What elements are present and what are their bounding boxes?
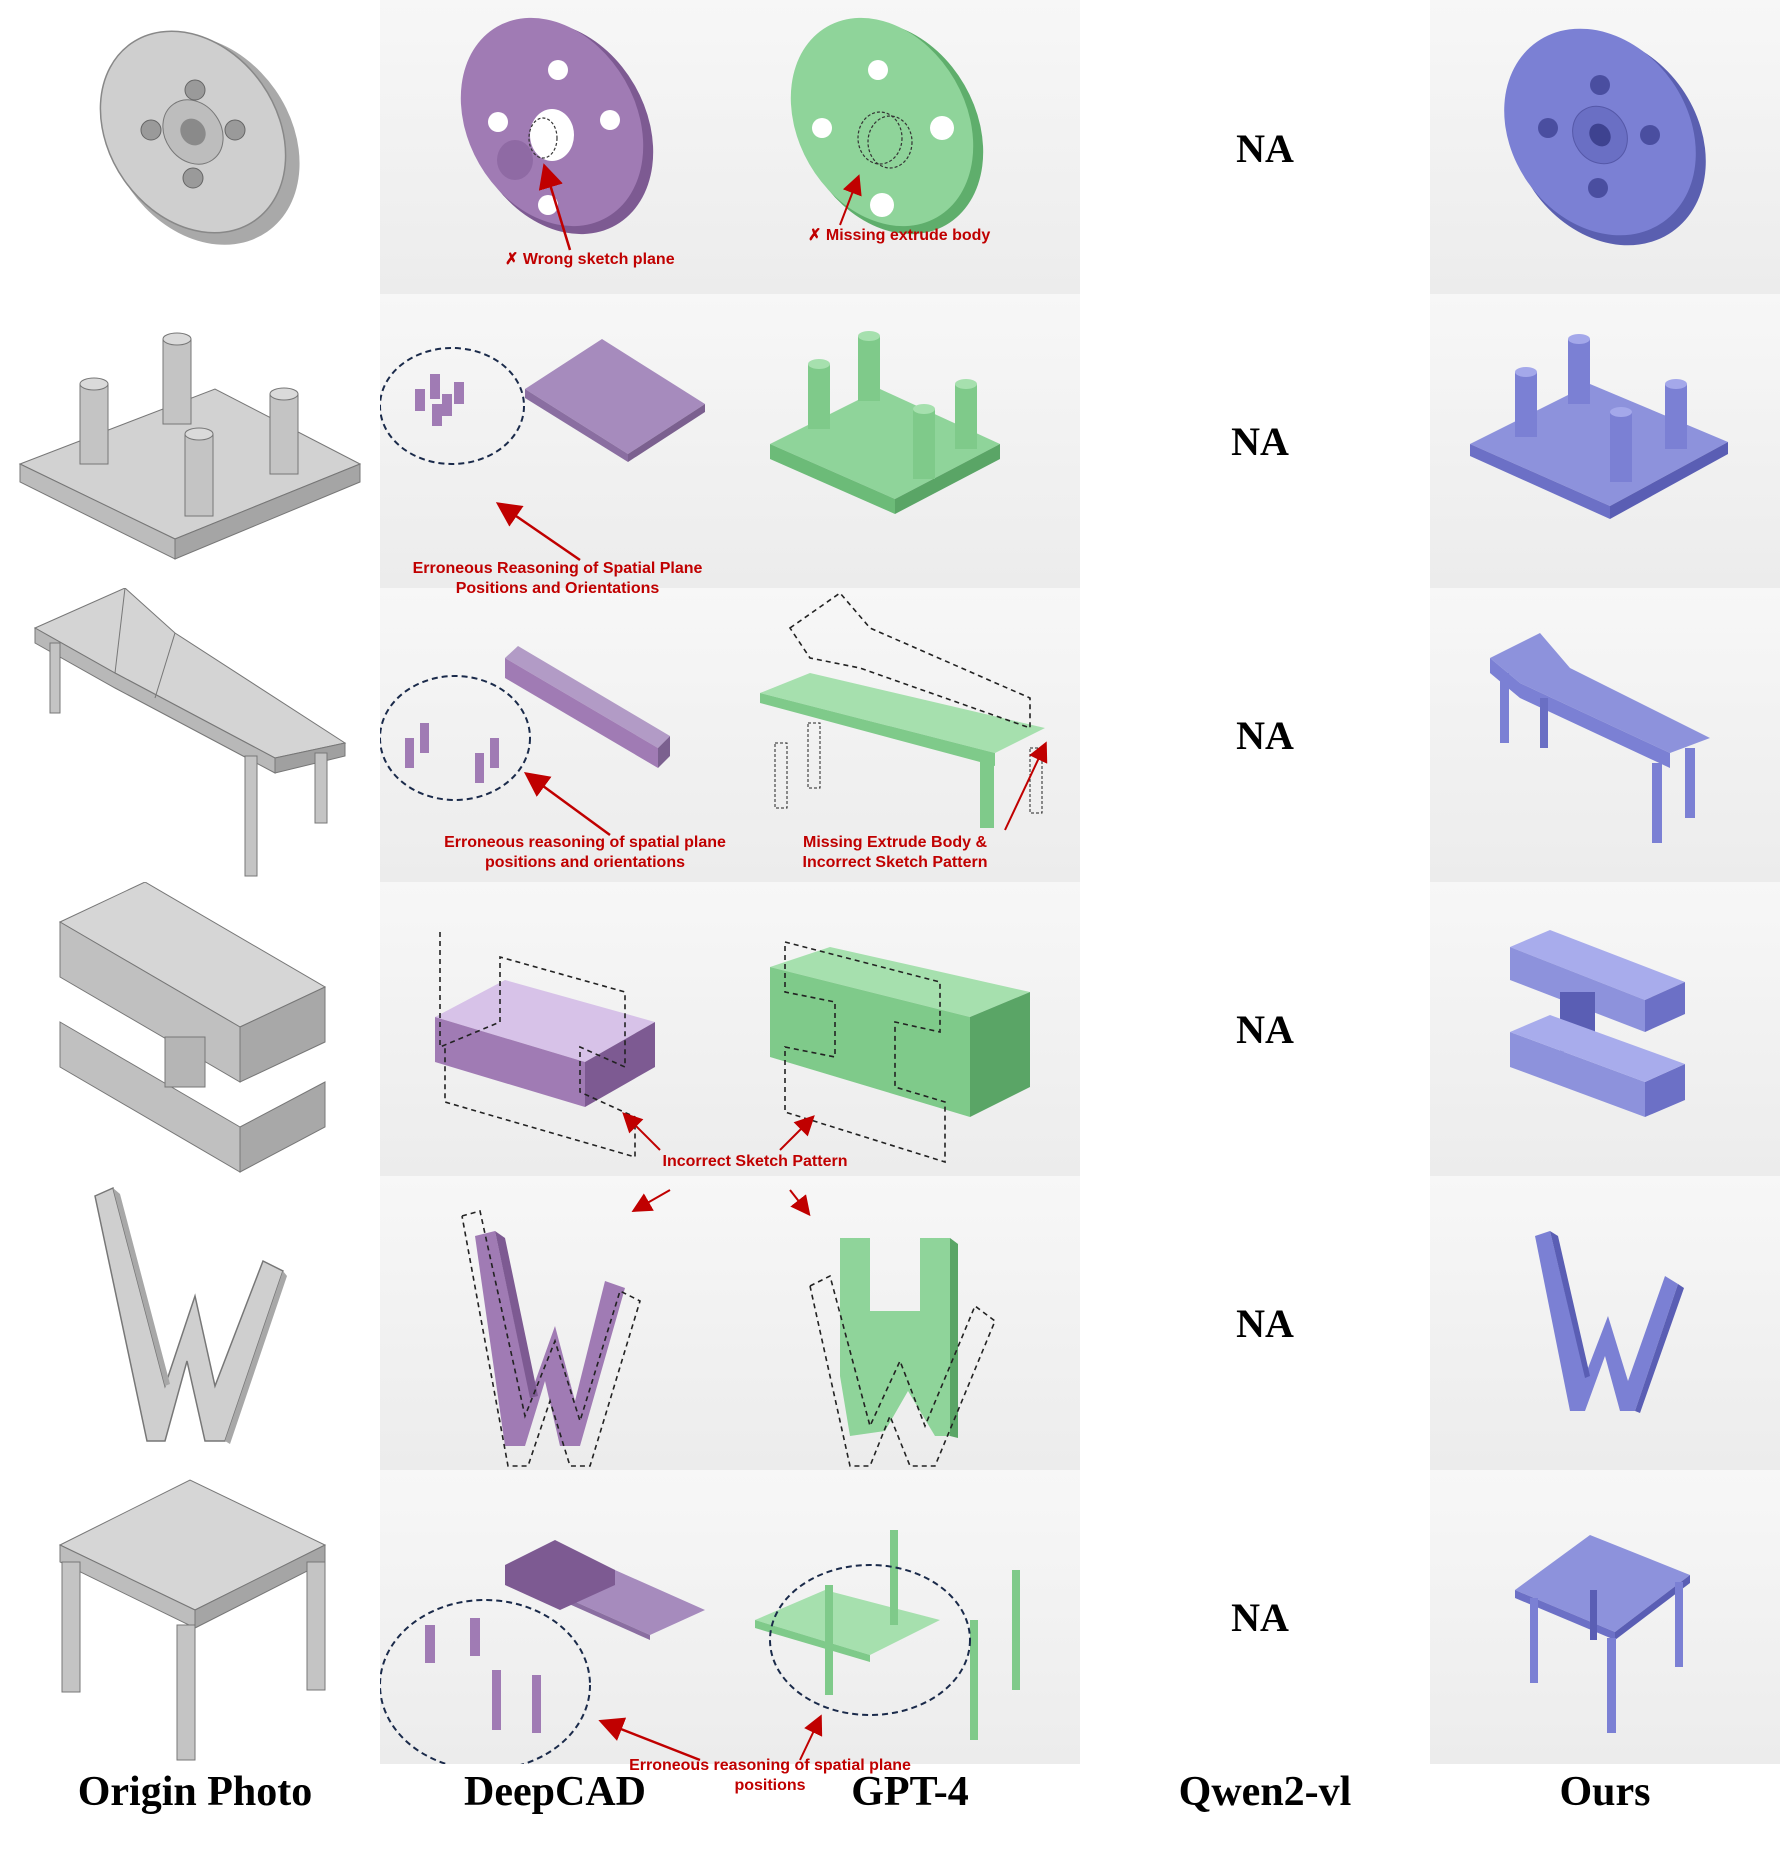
ours-row3-bench — [1430, 588, 1780, 882]
origin-row3-bench — [15, 588, 365, 882]
column-label-origin-photo: Origin Photo — [77, 1769, 313, 1815]
qwen-row6-na: NA — [1231, 1595, 1289, 1640]
ours-row2-plate — [1430, 294, 1780, 588]
qwen-row2-na: NA — [1231, 419, 1289, 464]
qwen-row5-na: NA — [1236, 1301, 1294, 1346]
annotation-row1-gpt4: ✗ Missing extrude body — [808, 227, 991, 244]
annotation-row3-deepcad: Erroneous reasoning of spatial plane pos… — [444, 834, 726, 871]
gpt4-row5-w-letter — [730, 1176, 1080, 1470]
column-label-gpt4: GPT-4 — [851, 1769, 969, 1815]
ours-row6-table — [1430, 1470, 1780, 1764]
ours-row4-h-shape — [1430, 882, 1780, 1176]
gpt4-row1-wheel — [730, 0, 1080, 294]
qwen-row3-na: NA — [1236, 713, 1294, 758]
qwen-row1-na: NA — [1236, 126, 1294, 171]
gpt4-row4-box — [730, 882, 1080, 1176]
deepcad-row4-box — [380, 882, 730, 1176]
column-label-deepcad: DeepCAD — [464, 1769, 646, 1815]
deepcad-row6-table — [380, 1470, 730, 1764]
origin-row2-plate — [15, 294, 365, 588]
column-label-qwen2-vl: Qwen2-vl — [1178, 1769, 1352, 1815]
origin-row1-wheel — [15, 0, 365, 294]
annotation-row1-deepcad: ✗ Wrong sketch plane — [505, 251, 675, 268]
annotation-row45-shared: Incorrect Sketch Pattern — [662, 1153, 848, 1170]
deepcad-row5-w-letter — [380, 1176, 730, 1470]
cross-icon: ✗ — [505, 251, 523, 268]
ours-row1-wheel — [1430, 0, 1780, 294]
gpt4-row2-plate — [730, 294, 1080, 588]
gpt4-row6-table — [730, 1470, 1080, 1764]
annotation-row3-gpt4: Missing Extrude Body & Incorrect Sketch … — [802, 834, 988, 871]
annotation-row6-shared: Erroneous reasoning of spatial plane pos… — [629, 1757, 911, 1794]
qwen-row4-na: NA — [1236, 1007, 1294, 1052]
column-label-ours: Ours — [1559, 1769, 1651, 1815]
ours-row5-w-letter — [1430, 1176, 1780, 1470]
cross-icon: ✗ — [808, 227, 826, 244]
annotation-row2-deepcad: Erroneous Reasoning of Spatial Plane Pos… — [412, 560, 703, 597]
origin-row4-h-shape — [15, 882, 365, 1176]
gpt4-row3-bench — [730, 588, 1080, 882]
origin-row5-w-letter — [15, 1176, 365, 1470]
deepcad-row2-plate — [380, 294, 730, 588]
origin-row6-table — [15, 1470, 365, 1764]
